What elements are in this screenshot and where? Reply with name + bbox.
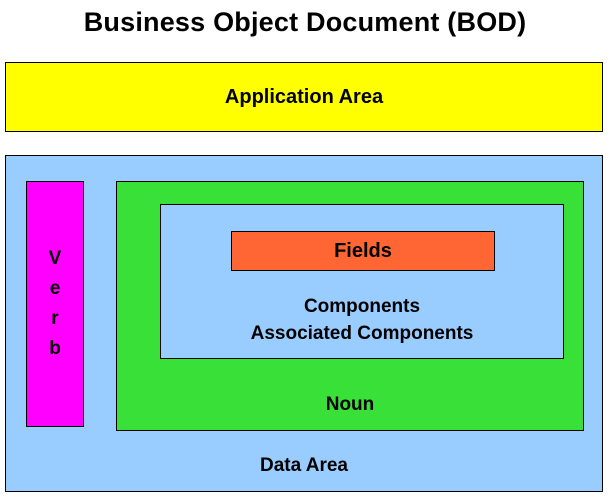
verb-label: V e r b [48, 248, 62, 359]
diagram-title: Business Object Document (BOD) [83, 7, 527, 37]
verb-box: V e r b [26, 181, 84, 427]
components-labels: Components Associated Components [161, 293, 563, 347]
associated-components-label: Associated Components [250, 323, 474, 344]
noun-box: Fields Components Associated Components … [116, 181, 584, 431]
application-area-box: Application Area [5, 62, 603, 132]
data-area-box: V e r b Fields Components Associated Com… [5, 155, 603, 492]
data-area-label: Data Area [259, 455, 348, 476]
fields-label: Fields [334, 239, 392, 262]
noun-label: Noun [325, 394, 375, 415]
components-box: Fields Components Associated Components [160, 204, 564, 359]
components-label: Components [303, 296, 421, 317]
fields-box: Fields [231, 231, 495, 271]
application-area-label: Application Area [224, 85, 384, 108]
